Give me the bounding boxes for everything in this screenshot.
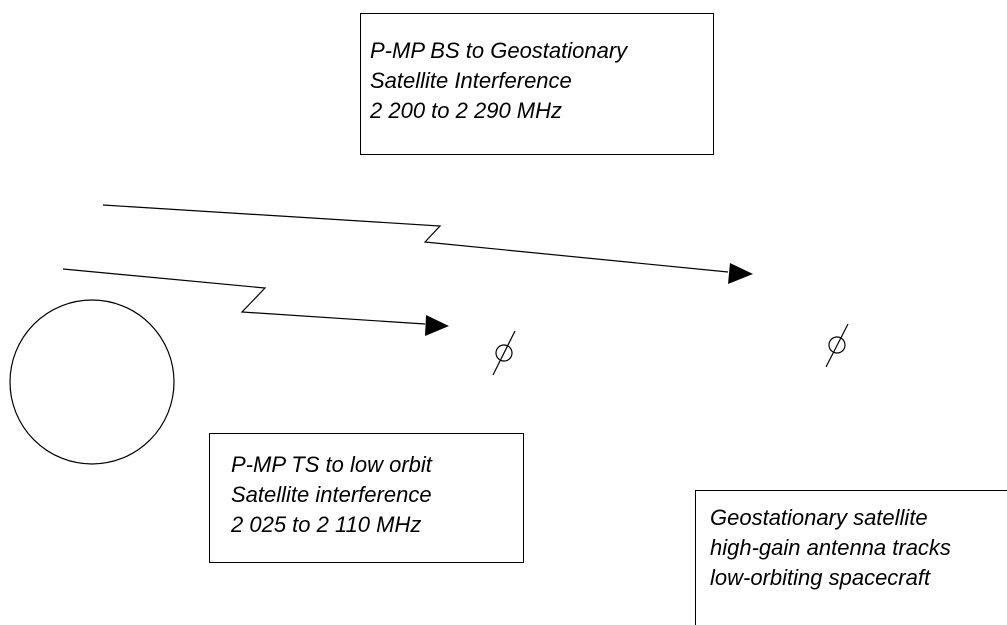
- low-orbit-interference-label-box: P-MP TS to low orbit Satellite interfere…: [209, 433, 524, 563]
- antenna-tracking-line-1: Geostationary satellite: [710, 505, 928, 530]
- low-orbit-interference-arrowhead: [425, 315, 449, 336]
- low-orbit-interference-line-1: P-MP TS to low orbit: [231, 452, 432, 477]
- earth-circle-icon: [9, 299, 175, 465]
- low-orbit-interference-zigzag: [62, 268, 426, 325]
- antenna-tracking-label-box: Geostationary satellite high-gain antenn…: [695, 490, 1007, 625]
- geostationary-interference-path: [102, 204, 753, 284]
- geostationary-interference-label-box: P-MP BS to Geostationary Satellite Inter…: [360, 13, 714, 155]
- antenna-tracking-line-2: high-gain antenna tracks: [710, 535, 951, 560]
- geostationary-interference-line-2: Satellite Interference: [370, 68, 572, 93]
- geostationary-interference-arrowhead: [728, 263, 753, 284]
- low-orbit-interference-line-3: 2 025 to 2 110 MHz: [231, 512, 422, 537]
- low-orbit-satellite-icon: [492, 330, 516, 376]
- geostationary-interference-zigzag: [102, 204, 729, 273]
- low-orbit-interference-path: [62, 268, 449, 336]
- geostationary-interference-line-1: P-MP BS to Geostationary: [370, 38, 628, 63]
- geostationary-satellite-icon: [825, 323, 849, 368]
- geostationary-interference-line-3: 2 200 to 2 290 MHz: [370, 98, 563, 123]
- low-orbit-interference-line-2: Satellite interference: [231, 482, 432, 507]
- antenna-tracking-line-3: low-orbiting spacecraft: [710, 565, 931, 590]
